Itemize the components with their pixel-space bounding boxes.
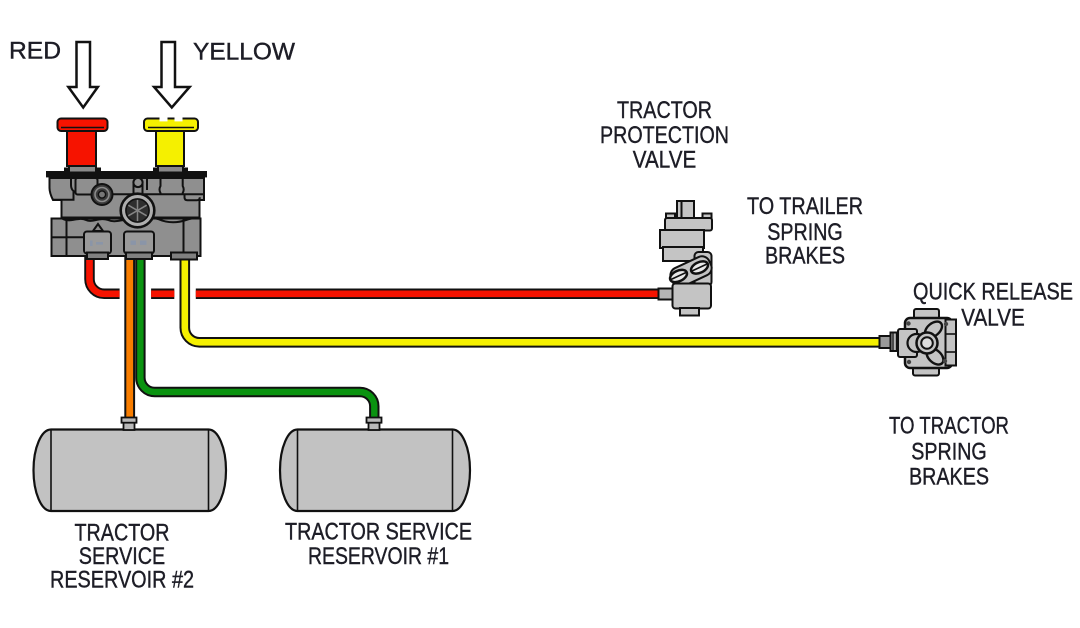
svg-text:TRACTOR SERVICE: TRACTOR SERVICE <box>285 519 472 546</box>
svg-text:YELLOW: YELLOW <box>193 39 295 66</box>
svg-text:VALVE: VALVE <box>633 147 697 174</box>
svg-text:PROTECTION: PROTECTION <box>600 122 729 149</box>
svg-text:BRAKES: BRAKES <box>765 243 845 270</box>
svg-text:BRAKES: BRAKES <box>909 464 989 491</box>
svg-text:SERVICE: SERVICE <box>79 543 165 570</box>
svg-text:TRACTOR: TRACTOR <box>75 520 170 547</box>
svg-text:RESERVOIR #2: RESERVOIR #2 <box>50 567 194 594</box>
svg-text:RESERVOIR #1: RESERVOIR #1 <box>308 543 449 570</box>
svg-text:VALVE: VALVE <box>961 305 1025 332</box>
svg-text:SPRING: SPRING <box>911 439 987 466</box>
svg-text:TO TRACTOR: TO TRACTOR <box>889 413 1009 440</box>
svg-text:RED: RED <box>9 37 61 64</box>
svg-text:QUICK RELEASE: QUICK RELEASE <box>913 279 1073 306</box>
svg-text:TRACTOR: TRACTOR <box>617 97 712 124</box>
svg-text:SPRING: SPRING <box>767 219 843 246</box>
svg-text:TO TRAILER: TO TRAILER <box>747 193 863 220</box>
